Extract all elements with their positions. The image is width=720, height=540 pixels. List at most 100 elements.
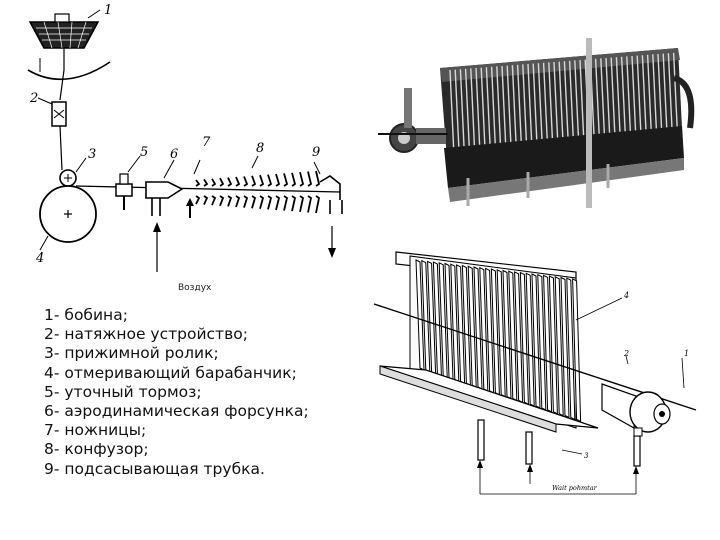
lamella-upper	[251, 175, 257, 187]
drawing-label-1: 1	[684, 349, 689, 358]
lamella-lower	[251, 195, 257, 209]
photo-lamella	[553, 61, 559, 148]
nozzle-drawing	[601, 383, 671, 437]
photo-lamella	[563, 61, 570, 147]
lamella-lower	[315, 195, 321, 214]
drawing-label-2: 2	[623, 349, 629, 358]
photo-lamella	[506, 65, 512, 152]
label-3: 3	[88, 147, 96, 162]
lamella-upper	[267, 174, 273, 187]
photo-lamella	[631, 55, 637, 141]
photo-lamella	[537, 63, 544, 149]
photo-lamella	[527, 63, 533, 150]
lamella-lower	[283, 195, 289, 211]
label-2: 2	[29, 91, 38, 106]
lamella-lower	[203, 195, 209, 205]
legend-item: 3- прижимной ролик;	[44, 344, 219, 363]
confusor-photo	[378, 38, 700, 218]
lamella-lower	[195, 195, 201, 205]
photo-lamella	[600, 58, 606, 143]
label-4: 4	[35, 251, 44, 266]
drawing-label-4: 4	[623, 291, 629, 300]
yarn-path	[59, 48, 65, 101]
photo-lamella	[662, 53, 668, 138]
photo-lamella	[620, 56, 627, 142]
lamella-upper	[315, 170, 321, 187]
lamella-upper	[227, 177, 233, 187]
lamella-upper	[195, 179, 201, 187]
lamella-upper	[291, 172, 297, 187]
drawing-label-3: 3	[584, 452, 589, 460]
photo-lamella	[626, 56, 632, 141]
legend-item: 6- аэродинамическая форсунка;	[44, 402, 309, 421]
lamella-lower	[235, 195, 241, 208]
air-label: Воздух	[178, 283, 212, 293]
legend-item: 5- уточный тормоз;	[44, 382, 202, 401]
lamella-upper	[219, 177, 225, 187]
photo-lamella	[610, 57, 616, 143]
photo-lamella	[475, 67, 481, 154]
photo-lamellae	[449, 52, 679, 157]
lamella-lower	[275, 195, 281, 211]
lamella-lower	[291, 195, 297, 212]
lamella-upper	[299, 171, 305, 187]
lamella-upper	[235, 176, 241, 187]
photo-lamella	[636, 55, 642, 140]
suction-tube-drawing	[313, 161, 343, 258]
lamella-upper	[275, 173, 281, 187]
label-7: 7	[202, 135, 211, 150]
lamella-upper	[307, 171, 313, 187]
label-5: 5	[140, 145, 148, 160]
drawing-caption: Wait pohmtar	[552, 484, 598, 492]
legend-item: 2- натяжное устройство;	[44, 325, 248, 344]
photo-lamella	[459, 69, 466, 156]
photo-lamella	[480, 67, 486, 154]
photo-lamella	[558, 61, 564, 147]
photo-lamella	[594, 58, 601, 144]
photo-lamella	[579, 59, 585, 145]
photo-lamella	[485, 67, 492, 153]
photo-lamella	[464, 68, 471, 155]
photo-lamella	[516, 64, 523, 151]
yarn-balloon-arc	[27, 61, 111, 81]
lamella-lower	[243, 195, 249, 208]
legend-item: 7- ножницы;	[44, 421, 147, 440]
photo-lamella	[574, 60, 580, 146]
photo-lamella	[470, 68, 476, 155]
legend: 1- бобина; 2- натяжное устройство; 3- пр…	[44, 306, 374, 479]
drawing-lamella	[572, 278, 582, 423]
tension-device-drawing	[37, 97, 67, 127]
bobbin-drawing	[28, 9, 101, 49]
legend-item: 4- отмеривающий барабанчик;	[44, 363, 297, 382]
lamella-lower	[259, 195, 265, 210]
lamella-upper	[211, 178, 217, 187]
air-inlet-arrow	[153, 222, 161, 272]
weft-brake-drawing	[115, 155, 141, 210]
photo-lamella	[641, 55, 648, 140]
photo-lamella	[615, 57, 622, 142]
lamella-upper	[283, 173, 289, 187]
lamella-lower	[307, 195, 313, 213]
photo-lamella	[646, 54, 653, 139]
photo-lamella	[490, 66, 497, 153]
scissors-drawing	[186, 159, 201, 218]
legend-item: 8- конфузор;	[44, 440, 149, 459]
air-nozzle-drawing	[145, 159, 184, 216]
legend-item: 1- бобина;	[44, 306, 128, 324]
photo-lamella	[542, 62, 549, 148]
label-9: 9	[312, 145, 320, 160]
lamella-upper	[203, 178, 209, 187]
photo-lamella	[652, 54, 658, 139]
drawing-lamella	[554, 275, 564, 417]
photo-lamella	[667, 53, 674, 138]
photo-lamella	[501, 65, 507, 152]
photo-lamella	[449, 69, 455, 157]
lamella-lower	[299, 195, 305, 212]
photo-lamella	[672, 52, 679, 137]
label-8: 8	[256, 141, 264, 156]
confusor-lamellae-drawing	[195, 170, 321, 214]
weft-insertion-schematic: 1 2 3 4 5 6 7 8 9	[27, 3, 343, 272]
confusor-line-drawing: 4 2 1 3 Wait pohmtar	[366, 232, 708, 532]
lamella-lower	[211, 195, 217, 206]
photo-lamella	[454, 69, 460, 156]
